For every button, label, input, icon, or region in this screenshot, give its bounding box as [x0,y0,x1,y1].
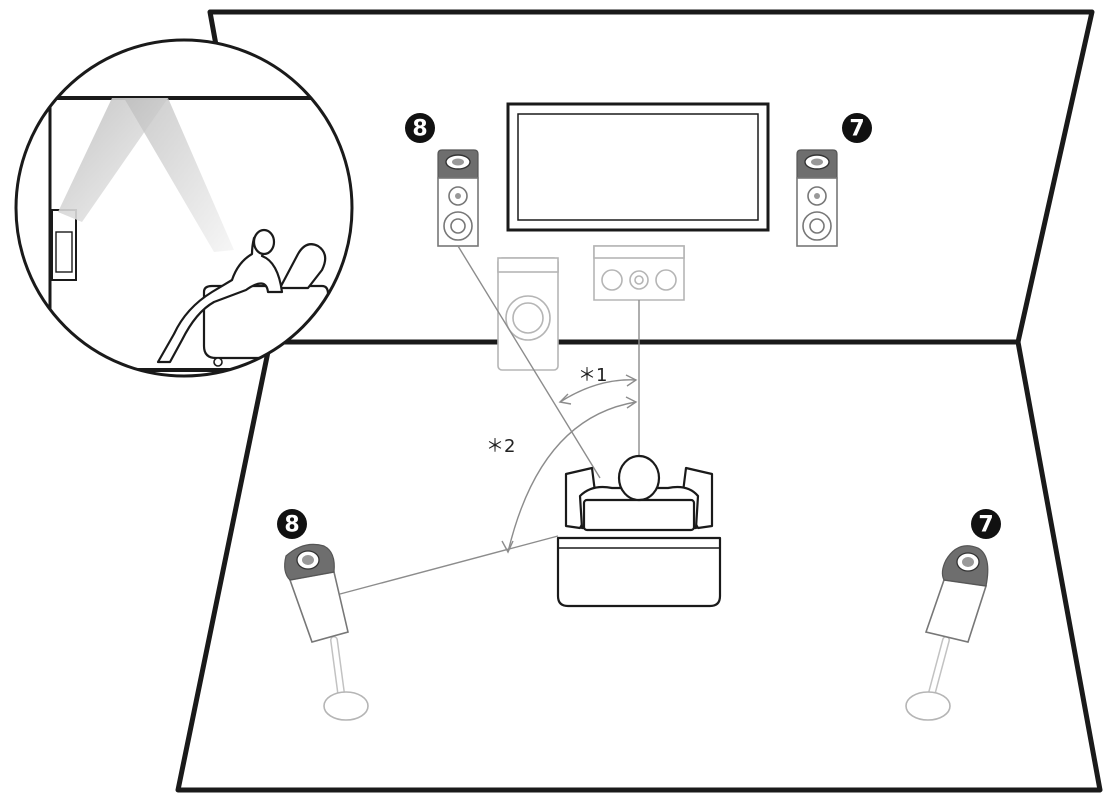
svg-text:8: 8 [412,117,427,142]
angle-arc-1 [559,379,637,403]
center-speaker-icon [593,245,685,301]
listener-sofa-top-view [556,454,722,608]
guide-line-left-surround [339,535,559,595]
rear-left-surround-speaker [284,543,369,721]
angle-arc-2 [507,401,637,553]
front-right-height-speaker [796,149,838,247]
angle-note-1: ＊1 [578,365,607,386]
angle-note-2: ＊2 [486,436,515,457]
badge-rear-right-surround: 7 [971,509,1001,539]
tv-screen-icon [506,102,770,232]
inset-circle-border [14,38,354,378]
front-left-height-speaker [437,149,479,247]
rear-right-surround-speaker [905,545,989,721]
svg-text:7: 7 [849,117,864,142]
listener-head-icon [617,454,661,502]
subwoofer-icon [497,257,559,371]
svg-text:7: 7 [978,513,993,538]
listener-seated-side-view-icon [16,96,352,372]
guide-line-left-height [457,245,601,479]
badge-front-left-height: 8 [405,113,435,143]
badge-front-right-height: 7 [842,113,872,143]
badge-rear-left-surround: 8 [277,509,307,539]
svg-text:8: 8 [284,513,299,538]
